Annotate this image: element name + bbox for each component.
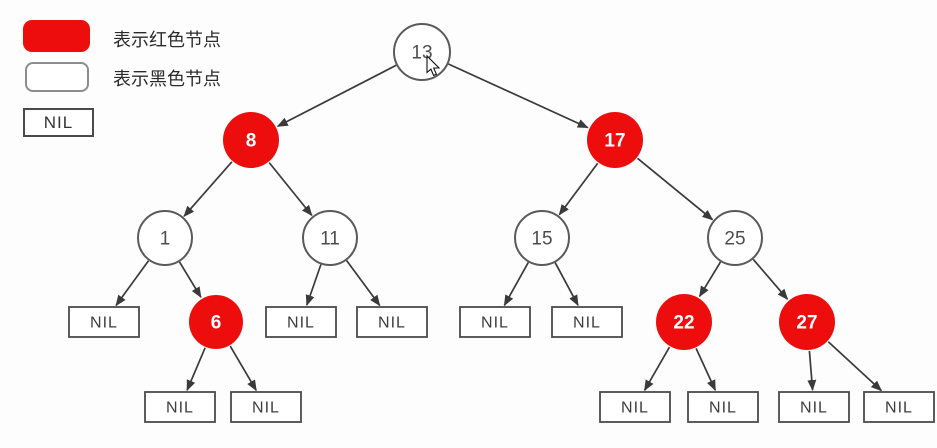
nil-node: NIL	[356, 306, 428, 338]
nil-node-label: NIL	[573, 315, 601, 332]
nil-node: NIL	[599, 391, 671, 423]
tree-node-15: 15	[514, 210, 570, 266]
tree-node-value: 1	[160, 229, 171, 250]
tree-edge-n8-n11	[268, 162, 313, 217]
nil-node-label: NIL	[621, 400, 649, 417]
tree-edge-n27-nilJ	[807, 350, 817, 391]
nil-node: NIL	[687, 391, 759, 423]
tree-node-25: 25	[707, 210, 763, 266]
tree-edge-n27-nilK	[827, 341, 883, 392]
nil-node: NIL	[265, 306, 337, 338]
black-node-circle	[707, 210, 763, 266]
nil-node: NIL	[551, 306, 623, 338]
nil-node-label: NIL	[885, 400, 913, 417]
tree-edge-n15-nilD	[503, 261, 530, 307]
red-node-circle	[189, 295, 243, 349]
tree-node-value: 25	[724, 229, 745, 250]
nil-node-box	[230, 391, 302, 423]
red-node-circle	[656, 294, 712, 350]
black-node-circle	[137, 210, 193, 266]
nil-node: NIL	[778, 391, 850, 423]
tree-node-value: 22	[673, 313, 694, 334]
tree-edge-n1-n6	[178, 261, 202, 299]
legend-red-node-label: 表示红色节点	[113, 30, 221, 50]
red-node-circle	[779, 294, 835, 350]
edges-layer	[115, 63, 883, 392]
tree-edge-n17-n15	[558, 162, 599, 216]
nil-node: NIL	[230, 391, 302, 423]
tree-node-1: 1	[137, 210, 193, 266]
tree-edge-n15-nilE	[554, 262, 579, 307]
nil-node: NIL	[863, 391, 935, 423]
tree-edge-n1-nilA	[115, 260, 150, 307]
nil-node-label: NIL	[800, 400, 828, 417]
tree-edge-n8-n1	[183, 161, 233, 217]
nil-node-box	[551, 306, 623, 338]
legend-red-node-swatch	[23, 20, 90, 52]
nil-node: NIL	[459, 306, 531, 338]
nil-node-box	[778, 391, 850, 423]
nil-node: NIL	[144, 391, 216, 423]
legend: 表示红色节点 表示黑色节点 NIL	[0, 0, 320, 150]
nil-node-label: NIL	[252, 400, 280, 417]
tree-edge-n11-nilC	[345, 259, 381, 307]
tree-node-value: 6	[211, 313, 222, 334]
tree-node-6: 6	[189, 295, 243, 349]
nil-node-label: NIL	[90, 315, 118, 332]
tree-edge-n13-n17	[448, 63, 589, 129]
tree-edge-n25-n27	[752, 258, 789, 300]
nil-node-label: NIL	[166, 400, 194, 417]
nil-node-label: NIL	[481, 315, 509, 332]
red-node-circle	[587, 112, 643, 168]
legend-nil-label: NIL	[43, 112, 74, 132]
tree-node-value: 27	[796, 313, 817, 334]
nil-node: NIL	[68, 306, 140, 338]
nil-node-box	[599, 391, 671, 423]
legend-black-node-swatch	[25, 62, 89, 92]
tree-node-17: 17	[587, 112, 643, 168]
tree-edge-n25-n22	[698, 261, 722, 298]
tree-edge-n17-n25	[636, 157, 714, 221]
nil-node-box	[459, 306, 531, 338]
nil-node-label: NIL	[378, 315, 406, 332]
tree-node-8: 8	[223, 112, 279, 168]
nil-node-box	[687, 391, 759, 423]
legend-black-node-label: 表示黑色节点	[113, 69, 221, 89]
nil-node-box	[356, 306, 428, 338]
tree-node-13: 13	[393, 23, 451, 81]
tree-node-value: 15	[531, 229, 552, 250]
nil-node-label: NIL	[709, 400, 737, 417]
tree-node-value: 8	[246, 131, 257, 152]
tree-node-11: 11	[302, 210, 358, 266]
tree-node-value: 17	[604, 131, 625, 152]
mouse-cursor-icon	[426, 54, 441, 77]
tree-node-27: 27	[779, 294, 835, 350]
tree-node-value: 11	[320, 229, 340, 250]
red-node-circle	[223, 112, 279, 168]
nil-node-label: NIL	[287, 315, 315, 332]
tree-edge-n22-nilI	[695, 348, 717, 392]
nil-node-box	[68, 306, 140, 338]
nil-node-box	[265, 306, 337, 338]
tree-node-22: 22	[656, 294, 712, 350]
black-node-circle	[514, 210, 570, 266]
nil-node-box	[863, 391, 935, 423]
tree-edge-n13-n8	[276, 64, 397, 128]
tree-edge-n22-nilH	[643, 346, 671, 392]
legend-nil-swatch: NIL	[23, 108, 94, 137]
tree-edge-n6-nilF	[186, 347, 206, 392]
nil-node-box	[144, 391, 216, 423]
tree-edge-n11-nilB	[305, 264, 322, 307]
tree-edge-n6-nilG	[229, 345, 257, 392]
black-node-circle	[302, 210, 358, 266]
